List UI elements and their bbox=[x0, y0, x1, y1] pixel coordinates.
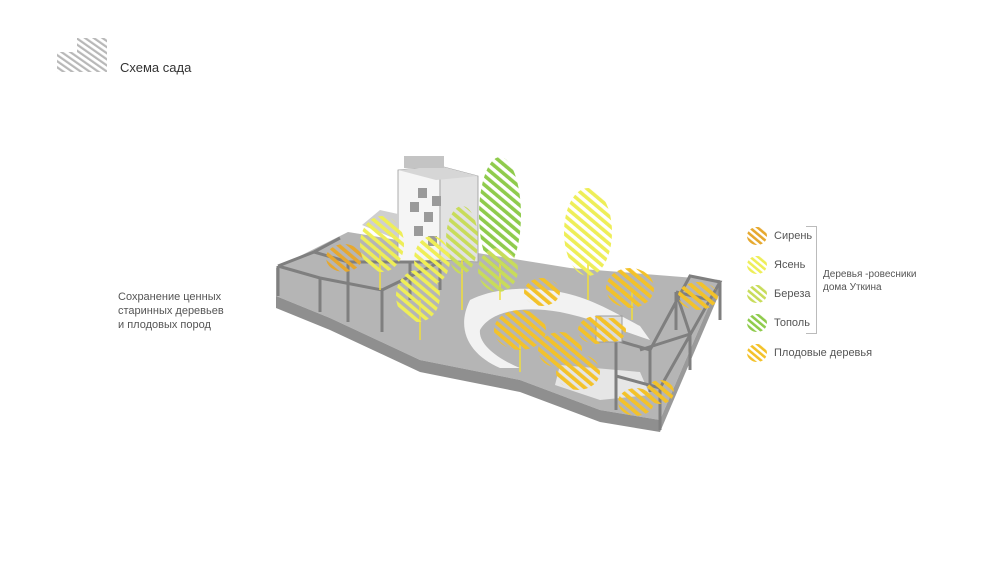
siren-swatch-icon bbox=[747, 227, 767, 245]
poplar-tree bbox=[479, 157, 521, 273]
lilac-tree bbox=[326, 244, 362, 272]
logo-icon bbox=[57, 38, 107, 72]
legend-label: Ясень bbox=[774, 259, 806, 271]
fruit-tree bbox=[556, 354, 600, 390]
legend-group-label: Деревья -ровесники дома Уткина bbox=[823, 268, 916, 294]
page-title: Схема сада bbox=[120, 60, 192, 75]
legend-item-yasen: Ясень bbox=[746, 255, 805, 275]
ash-tree bbox=[564, 188, 612, 276]
annotation-text: Сохранение ценных старинных деревьев и п… bbox=[118, 290, 224, 332]
legend-bracket bbox=[806, 226, 817, 334]
legend-label: Береза bbox=[774, 288, 811, 300]
fruit-swatch-icon bbox=[747, 344, 767, 362]
fruit-tree bbox=[646, 380, 674, 404]
fruit-tree bbox=[678, 282, 718, 310]
fruit-tree bbox=[524, 278, 560, 306]
yasen-swatch-icon bbox=[747, 256, 767, 274]
legend-item-topol: Тополь bbox=[746, 313, 810, 333]
annotation-line: Сохранение ценных bbox=[118, 291, 222, 303]
legend-item-fruit: Плодовые деревья bbox=[746, 343, 872, 363]
legend-label: Тополь bbox=[774, 317, 810, 329]
fruit-tree bbox=[598, 318, 626, 342]
annotation-line: старинных деревьев bbox=[118, 305, 224, 317]
fruit-tree bbox=[618, 388, 654, 416]
legend-label: Сирень bbox=[774, 230, 813, 242]
group-label-line: дома Уткина bbox=[823, 282, 882, 293]
legend-item-bereza: Береза bbox=[746, 284, 811, 304]
bereza-swatch-icon bbox=[747, 285, 767, 303]
fruit-tree bbox=[606, 268, 654, 308]
group-label-line: Деревья -ровесники bbox=[823, 269, 917, 280]
topol-swatch-icon bbox=[747, 314, 767, 332]
legend-item-siren: Сирень bbox=[746, 226, 812, 246]
birch-tree bbox=[478, 248, 518, 292]
annotation-line: и плодовых пород bbox=[118, 319, 211, 331]
legend-label: Плодовые деревья bbox=[774, 347, 873, 359]
fruit-tree bbox=[494, 310, 546, 350]
ash-tree bbox=[414, 236, 450, 284]
birch-tree bbox=[446, 206, 478, 274]
ash-tree bbox=[360, 216, 404, 272]
